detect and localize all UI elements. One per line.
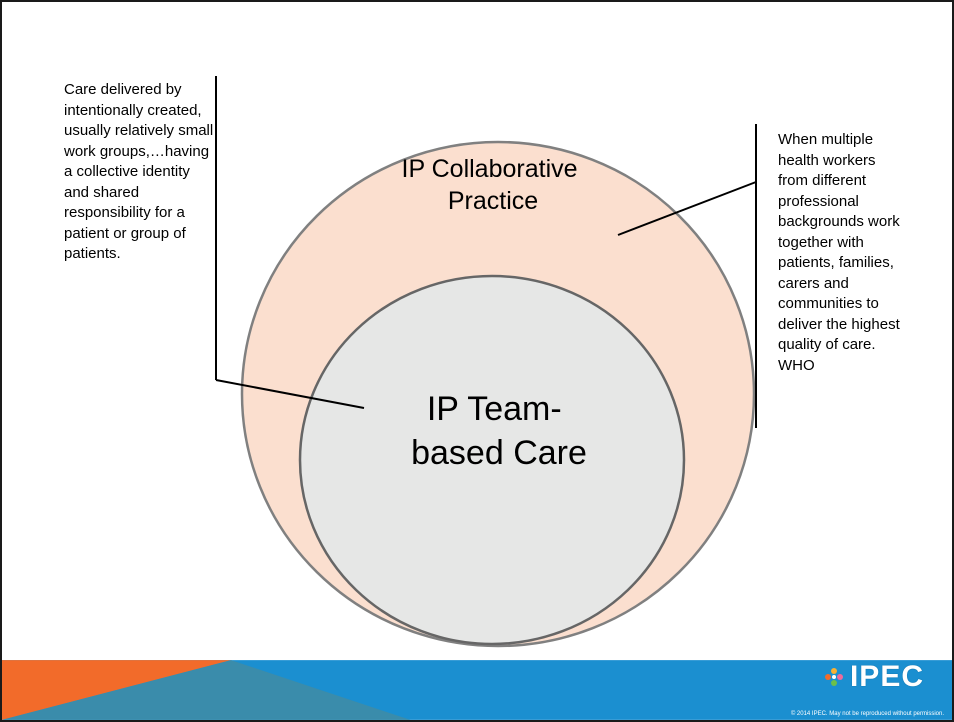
ipec-logo-text: IPEC <box>849 660 924 693</box>
right-connector-line <box>617 181 757 236</box>
right-note: When multiple health workers from differ… <box>778 131 900 374</box>
ipec-logo: IPEC <box>822 660 924 694</box>
ipec-logo-icon <box>824 668 843 686</box>
outer-label-line-2: Practice <box>448 187 538 215</box>
outer-circle-label: IP Collaborative Practice <box>402 155 585 215</box>
outer-label-line-1: IP Collaborative <box>402 155 578 183</box>
copyright-text: © 2014 IPEC. May not be reproduced witho… <box>790 711 944 717</box>
left-note: Care delivered by intentionally created,… <box>64 81 214 262</box>
footer-band <box>2 660 952 720</box>
inner-label-line-2: based Care <box>411 434 587 472</box>
inner-circle <box>298 274 686 646</box>
left-connector-line <box>215 379 365 409</box>
inner-circle-label: IP Team- based Care <box>411 390 587 472</box>
inner-label-line-1: IP Team- <box>427 390 562 428</box>
footer-slate-shape <box>2 660 411 720</box>
